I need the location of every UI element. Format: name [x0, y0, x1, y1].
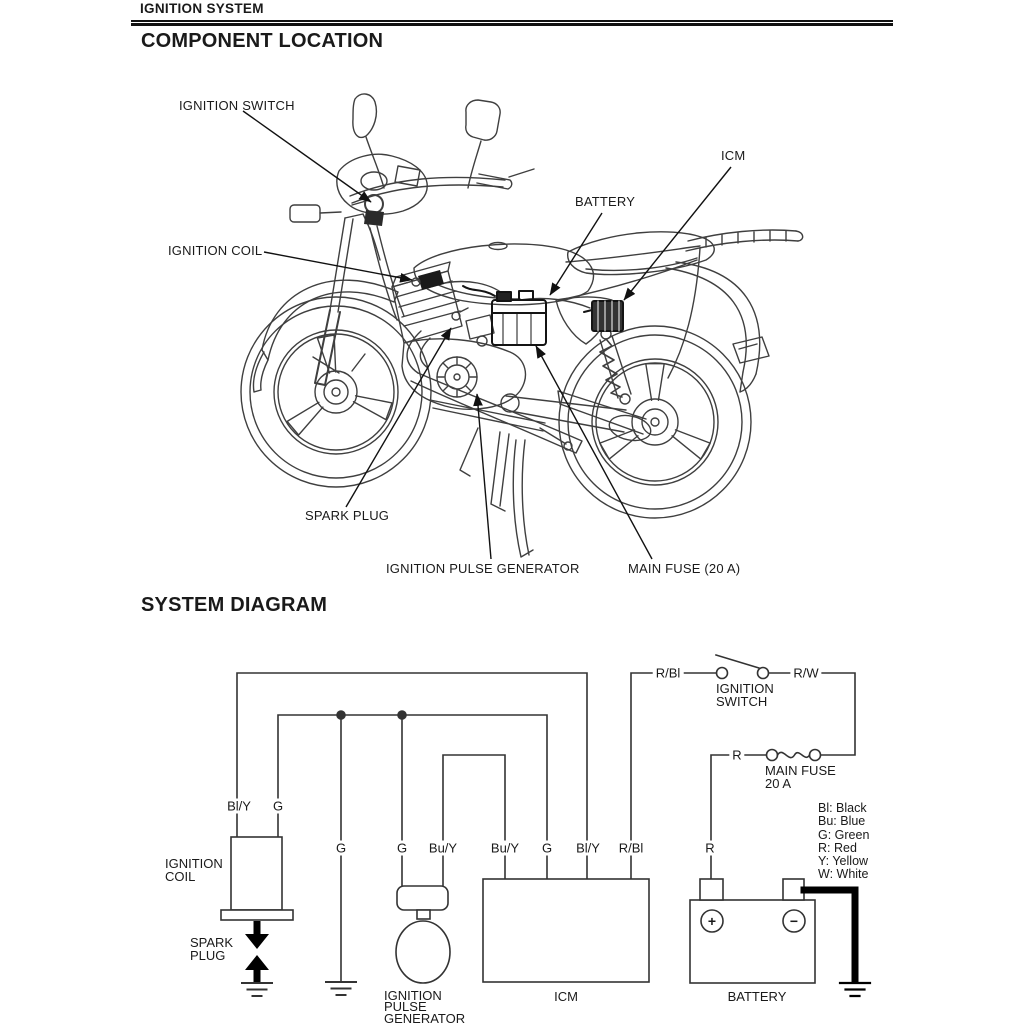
pulse-generator-symbol [395, 885, 451, 984]
ground-symbol-coil [241, 982, 273, 997]
label-ignition-coil: IGNITION COIL [168, 243, 263, 258]
wire-label-coil-g: G [269, 798, 287, 814]
ignition-switch-part [364, 194, 384, 226]
front-wheel [240, 296, 432, 488]
exhaust [406, 330, 583, 454]
label-main-fuse: MAIN FUSE (20 A) [628, 561, 741, 576]
rear-rack [685, 229, 804, 252]
label-spark-plug: SPARK PLUG [305, 508, 390, 523]
front-fender [252, 279, 399, 393]
right-mirror-icon [465, 99, 501, 189]
header-rule [131, 20, 893, 22]
label-battery: BATTERY [575, 194, 636, 209]
wire-label-coil-bly: Bl/Y [224, 798, 254, 814]
leader-pulse-generator [473, 393, 492, 560]
leader-battery [549, 212, 603, 296]
wire-label-icm-rbl: R/Bl [615, 840, 647, 856]
section-title-system-diagram: SYSTEM DIAGRAM [141, 594, 328, 616]
diagram-label-ignition-switch: IGNITION SWITCH [716, 681, 774, 709]
color-code-legend: Bl: Black Bu: Blue G: Green R: Red Y: Ye… [818, 801, 870, 882]
wire-label-fuse-r: R [729, 747, 745, 763]
main-fuse-symbol [765, 748, 822, 762]
header-rule-thick [131, 23, 893, 26]
wire-label-pulse-buy: Bu/Y [425, 840, 461, 856]
rear-fender [665, 261, 770, 393]
battery-positive-sign: + [707, 913, 717, 929]
rear-wheel [558, 325, 752, 519]
leader-main-fuse [535, 345, 653, 560]
leader-ignition-coil [263, 251, 413, 283]
wire-label-switch-rw: R/W [790, 665, 822, 681]
leader-ignition-switch [242, 110, 372, 203]
junction-dot [397, 710, 407, 720]
battery-part [462, 285, 547, 346]
icm-part [583, 300, 624, 332]
diagram-label-ignition-pulse-generator: IGNITION PULSE GENERATOR [384, 988, 466, 1024]
frame [369, 225, 701, 379]
diagram-label-ignition-coil: IGNITION COIL [165, 856, 223, 884]
diagram-label-main-fuse: MAIN FUSE 20 A [765, 763, 836, 791]
wire-label-icm-buy: Bu/Y [487, 840, 523, 856]
rear-shock [599, 328, 632, 405]
label-icm: ICM [721, 148, 746, 163]
ground-symbol-green [325, 981, 357, 996]
wire-label-battery-r: R [702, 840, 718, 856]
alternator-cover [436, 356, 478, 398]
wire-label-switch-rbl: R/Bl [652, 665, 684, 681]
diagram-label-icm: ICM [554, 989, 578, 1004]
motorcycle-illustration [240, 93, 804, 558]
leader-arrows [242, 110, 732, 560]
junction-dot [336, 710, 346, 720]
diagram-label-spark-plug: SPARK PLUG [190, 935, 234, 963]
battery-negative-sign: − [789, 913, 799, 929]
stands-footpegs [429, 399, 573, 558]
label-ignition-switch: IGNITION SWITCH [179, 98, 295, 113]
front-fork [312, 217, 366, 386]
ground-symbol-battery [838, 981, 872, 998]
spark-plug-symbol [245, 921, 269, 983]
seat [567, 231, 715, 276]
diagram-label-battery: BATTERY [727, 989, 787, 1004]
battery-symbol [689, 878, 816, 984]
battery-ground-cable [800, 886, 859, 984]
ignition-switch-symbol [715, 654, 770, 680]
headlight-cluster [289, 153, 428, 223]
label-ignition-pulse-generator: IGNITION PULSE GENERATOR [386, 561, 580, 576]
wire-label-pulse-g: G [393, 840, 411, 856]
leader-icm [623, 166, 732, 301]
leader-spark-plug [345, 327, 452, 508]
circuit-diagram [220, 654, 872, 998]
wire-label-icm-bly: Bl/Y [573, 840, 603, 856]
section-title-component-location: COMPONENT LOCATION [141, 30, 384, 52]
swingarm [500, 390, 647, 435]
ignition-coil-symbol [220, 836, 294, 921]
left-mirror-icon [352, 93, 385, 189]
wire-label-ground-g: G [332, 840, 350, 856]
icm-box [482, 878, 650, 983]
wire-label-icm-g: G [538, 840, 556, 856]
page-header-title: IGNITION SYSTEM [140, 1, 264, 16]
